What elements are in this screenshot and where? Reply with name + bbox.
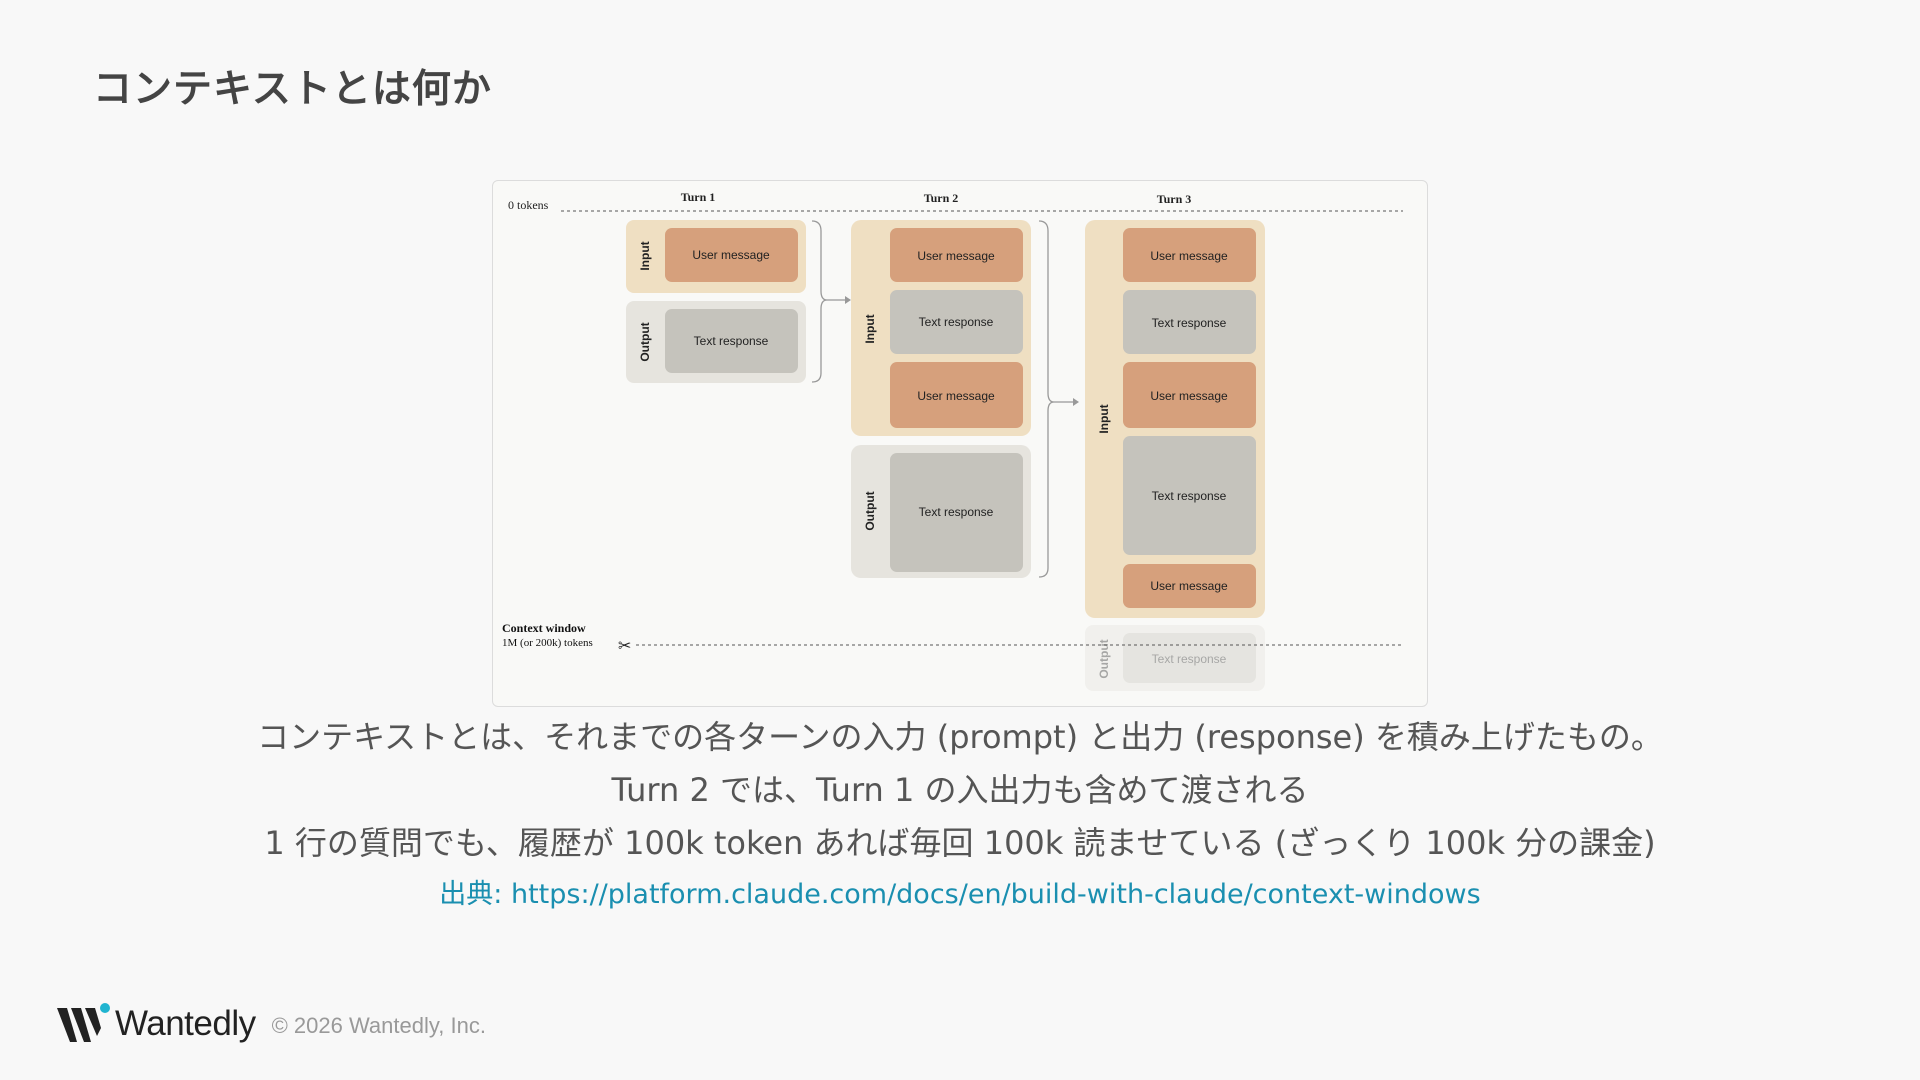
context-window-diagram: 0 tokens Turn 1 Turn 2 Turn 3 Input User… (492, 180, 1428, 707)
turn2-arrow-head (1073, 398, 1079, 406)
turn1-text-response-label: Text response (694, 334, 769, 348)
turn1-label: Turn 1 (681, 190, 716, 204)
turn3-output-label: Output (1097, 639, 1111, 678)
caption-line-2: Turn 2 では、Turn 1 の入出力も含めて渡される (611, 771, 1309, 809)
turn2-user-message-2-label: User message (917, 389, 995, 403)
turn3-output-group (1085, 625, 1265, 691)
turn3-text-response-3-label: Text response (1152, 652, 1227, 666)
wantedly-logo-icon (57, 1003, 110, 1042)
turn1-output-label: Output (638, 322, 652, 361)
turn3-user-message-2 (1123, 362, 1256, 428)
brand-name: Wantedly (115, 1004, 256, 1043)
turn1-input-label: Input (638, 241, 652, 270)
footer: Wantedly © 2026 Wantedly, Inc. (57, 1002, 486, 1046)
zero-tokens-label: 0 tokens (508, 198, 549, 212)
turn3-user-message-2-label: User message (1150, 389, 1228, 403)
slide-title: コンテキストとは何か (93, 67, 492, 112)
turn3-user-message-1-label: User message (1150, 249, 1228, 263)
source-link[interactable]: https://platform.claude.com/docs/en/buil… (510, 879, 1481, 910)
turn3-input-label: Input (1097, 404, 1111, 433)
turn1-arrow-head (845, 296, 851, 304)
scissors-icon: ✂ (618, 636, 631, 655)
turn2-bracket (1038, 220, 1055, 578)
turn2-text-response-2 (890, 453, 1023, 572)
turn3-text-response-3 (1123, 633, 1256, 683)
turn3-text-response-2 (1123, 436, 1256, 555)
turn3-user-message-1 (1123, 228, 1256, 282)
turn2-label: Turn 2 (924, 191, 959, 205)
context-window-title: Context window (502, 621, 586, 635)
turn2-input-label: Input (863, 314, 877, 343)
turn3-text-response-1-label: Text response (1152, 316, 1227, 330)
turn2-text-response-1-label: Text response (919, 315, 994, 329)
source-citation: 出典: https://platform.claude.com/docs/en/… (0, 872, 1920, 911)
context-window-size: 1M (or 200k) tokens (502, 637, 593, 649)
turn3-text-response-1 (1123, 290, 1256, 354)
turn1-text-response (665, 309, 798, 373)
turn2-user-message-1 (890, 228, 1023, 282)
turn3-user-message-3-label: User message (1150, 579, 1228, 593)
turn1-bracket (811, 220, 828, 383)
turn3-label: Turn 3 (1157, 192, 1192, 206)
turn2-output-label: Output (863, 491, 877, 530)
turn3-text-response-2-label: Text response (1152, 489, 1227, 503)
turn1-user-message (665, 228, 798, 282)
source-label: 出典: (439, 879, 511, 910)
caption-line-1: コンテキストとは、それまでの各ターンの入力 (prompt) と出力 (resp… (257, 718, 1663, 756)
turn2-user-message-1-label: User message (917, 249, 995, 263)
turn2-user-message-2 (890, 362, 1023, 428)
copyright-text: © 2026 Wantedly, Inc. (271, 1013, 486, 1038)
turn1-user-message-label: User message (692, 248, 770, 262)
turn2-text-response-2-label: Text response (919, 505, 994, 519)
turn2-text-response-1 (890, 290, 1023, 354)
caption-line-3: 1 行の質問でも、履歴が 100k token あれば毎回 100k 読ませてい… (264, 824, 1656, 862)
turn3-user-message-3 (1123, 564, 1256, 608)
